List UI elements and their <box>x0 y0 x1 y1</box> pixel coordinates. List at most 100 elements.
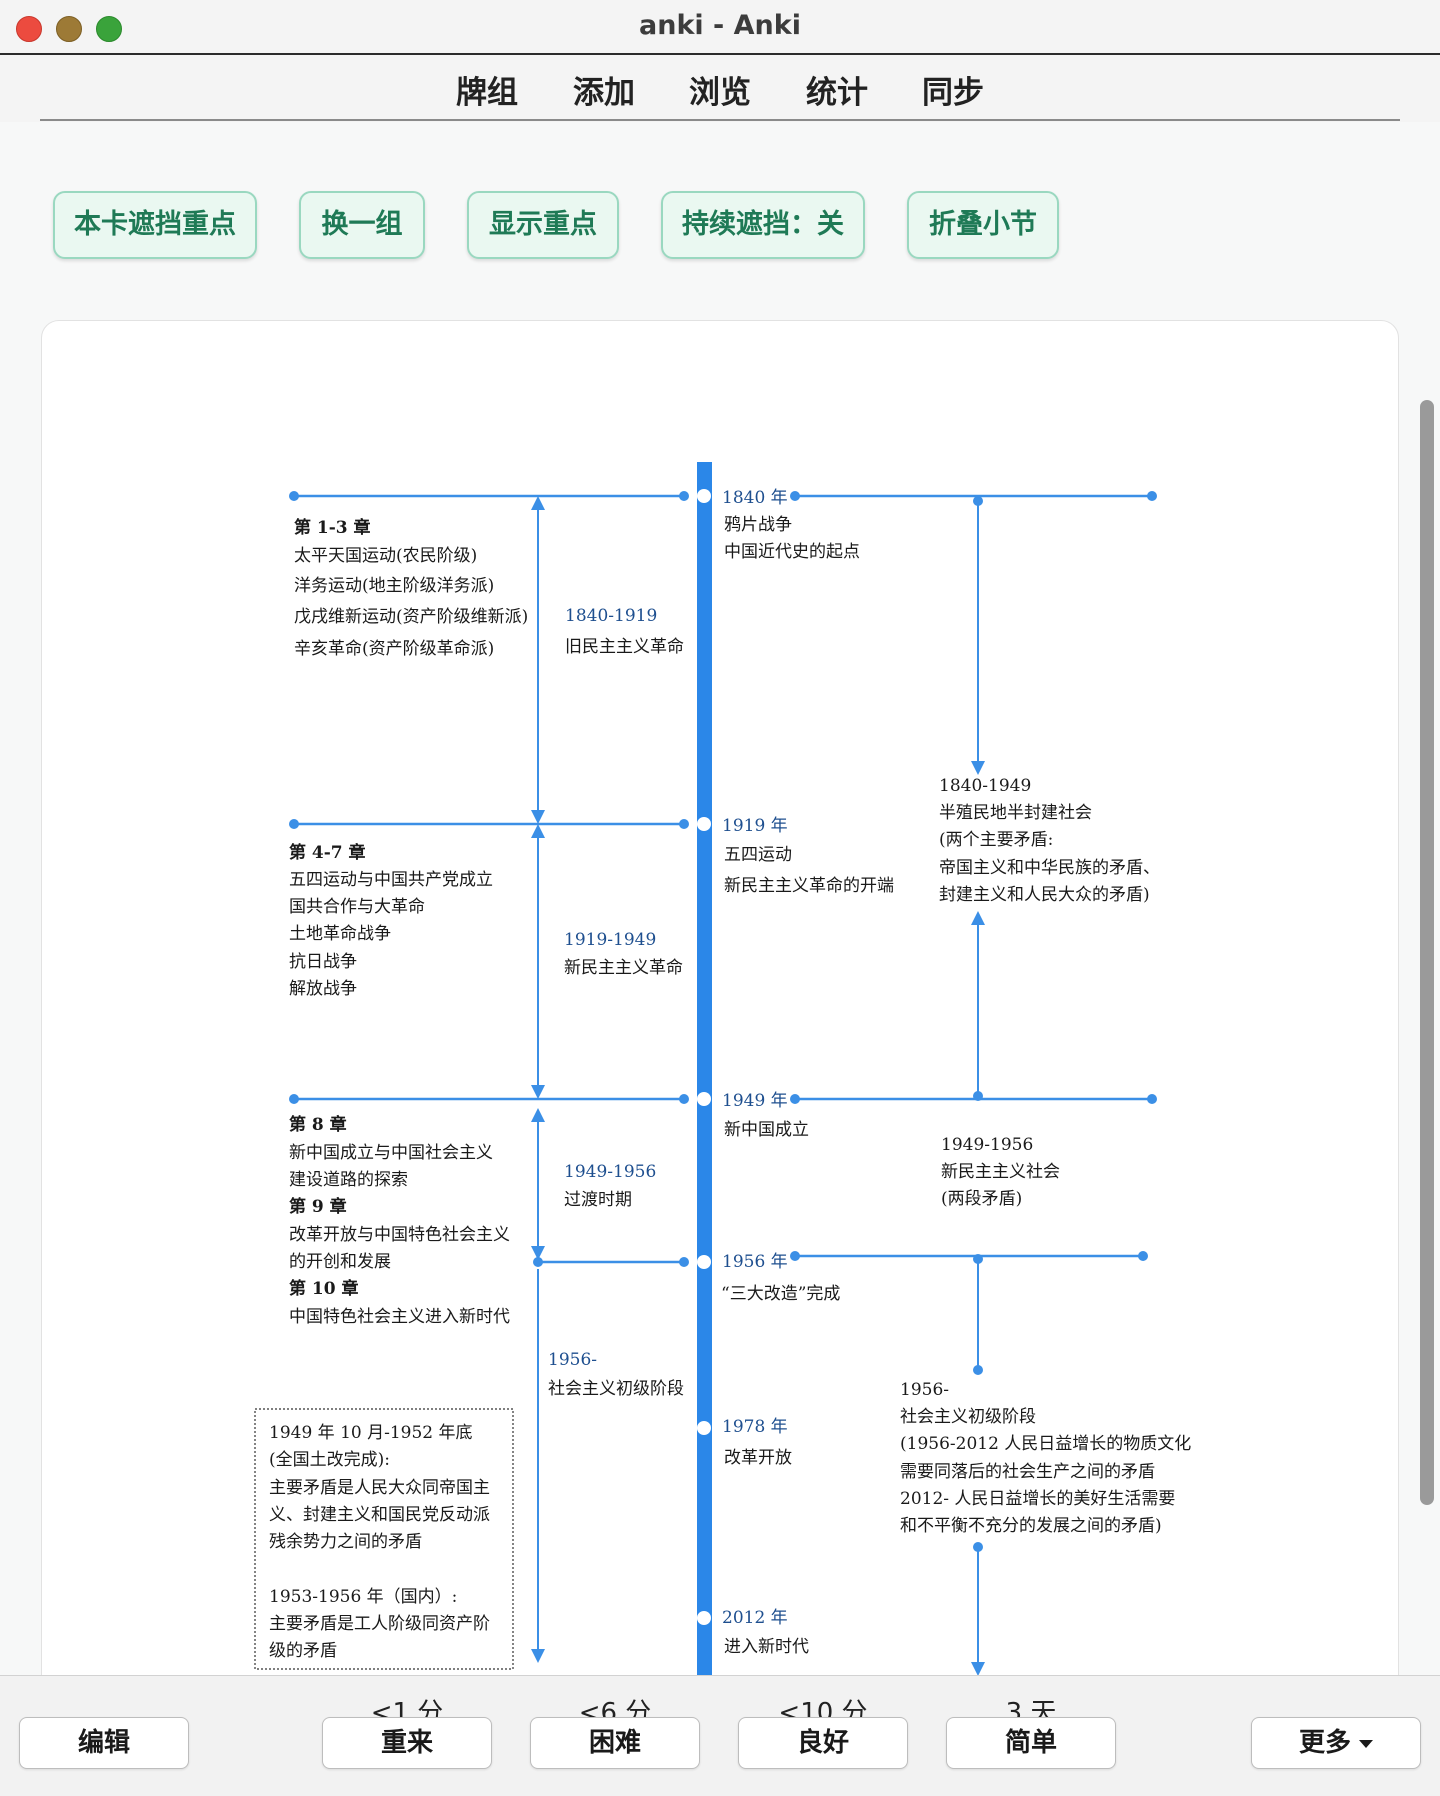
chapter-line: 辛亥革命(资产阶级革命派) <box>294 639 494 659</box>
note-line: 义、封建主义和国民党反动派 <box>269 1505 490 1525</box>
period-label: 社会主义初级阶段 <box>548 1379 684 1399</box>
society-line: 1949-1956 <box>941 1135 1033 1155</box>
edit-button[interactable]: 编辑 <box>19 1717 189 1769</box>
event-year: 1840 年 <box>722 488 788 508</box>
collapse-section-button[interactable]: 折叠小节 <box>907 191 1059 259</box>
toolbar-add[interactable]: 添加 <box>573 75 635 111</box>
chapter-line: 解放战争 <box>289 979 357 999</box>
note-line: (全国土改完成): <box>269 1450 390 1470</box>
dot <box>679 819 689 829</box>
dot <box>1138 1251 1148 1261</box>
dot <box>1147 1094 1157 1104</box>
card-content: 第 1-3 章 太平天国运动(农民阶级) 洋务运动(地主阶级洋务派) 戊戌维新运… <box>41 320 1399 1720</box>
event-year: 2012 年 <box>722 1608 788 1628</box>
society-line: (两个主要矛盾: <box>939 830 1053 850</box>
chapter-heading: 第 9 章 <box>289 1196 347 1217</box>
dot <box>973 1365 983 1375</box>
toolbar-stats[interactable]: 统计 <box>806 75 868 111</box>
chapter-heading: 第 8 章 <box>289 1114 347 1135</box>
title-bar: anki - Anki <box>0 0 1440 55</box>
switch-group-button[interactable]: 换一组 <box>299 191 425 259</box>
timeline-diagram: 第 1-3 章 太平天国运动(农民阶级) 洋务运动(地主阶级洋务派) 戊戌维新运… <box>254 462 1191 1676</box>
society-line: 和不平衡不充分的发展之间的矛盾) <box>900 1516 1162 1536</box>
note-line: 主要矛盾是工人阶级同资产阶 <box>269 1614 490 1634</box>
window-title: anki - Anki <box>639 10 801 41</box>
chapter-line: 新中国成立与中国社会主义 <box>289 1143 493 1163</box>
hard-button[interactable]: 困难 <box>530 1717 700 1769</box>
dot <box>1147 491 1157 501</box>
event-year: 1978 年 <box>722 1417 788 1437</box>
event-line: 新中国成立 <box>724 1120 809 1140</box>
period-years: 1949-1956 <box>564 1162 656 1182</box>
period-years: 1919-1949 <box>564 930 656 950</box>
minimize-window-button[interactable] <box>56 16 82 42</box>
event-year: 1956 年 <box>722 1252 788 1272</box>
close-window-button[interactable] <box>16 16 42 42</box>
toolbar-browse[interactable]: 浏览 <box>689 75 751 111</box>
chapter-line: 中国特色社会主义进入新时代 <box>289 1307 510 1327</box>
society-line: 封建主义和人民大众的矛盾) <box>939 885 1150 905</box>
society-line: (两段矛盾) <box>941 1189 1022 1209</box>
dot <box>679 1094 689 1104</box>
toolbar-sync[interactable]: 同步 <box>922 75 984 111</box>
chapter-line: 改革开放与中国特色社会主义 <box>289 1225 510 1245</box>
society-line: 2012- 人民日益增长的美好生活需要 <box>900 1489 1175 1509</box>
chapter-line: 五四运动与中国共产党成立 <box>289 870 493 890</box>
dot <box>790 1251 800 1261</box>
dot <box>679 491 689 501</box>
more-label: 更多 <box>1298 1728 1351 1758</box>
chapter-line: 建设道路的探索 <box>289 1170 408 1190</box>
easy-button[interactable]: 简单 <box>946 1717 1116 1769</box>
event-line: 五四运动 <box>724 845 792 865</box>
good-button[interactable]: 良好 <box>738 1717 908 1769</box>
chapter-line: 戊戌维新运动(资产阶级维新派) <box>294 607 528 627</box>
timeline-node <box>697 489 711 503</box>
society-line: 帝国主义和中华民族的矛盾、 <box>939 858 1160 878</box>
event-year: 1919 年 <box>722 816 788 836</box>
chapter-line: 国共合作与大革命 <box>289 897 425 917</box>
again-button[interactable]: 重来 <box>322 1717 492 1769</box>
society-line: 新民主主义社会 <box>941 1162 1060 1182</box>
chapter-line: 的开创和发展 <box>289 1252 391 1272</box>
toolbar-divider <box>40 119 1400 121</box>
timeline-node <box>697 1255 711 1269</box>
show-highlights-button[interactable]: 显示重点 <box>467 191 619 259</box>
note-line: 主要矛盾是人民大众同帝国主 <box>269 1478 490 1498</box>
chapter-heading: 第 1-3 章 <box>294 517 371 538</box>
dot <box>289 819 299 829</box>
timeline-node <box>697 817 711 831</box>
chapter-line: 太平天国运动(农民阶级) <box>294 546 477 566</box>
timeline-node <box>697 1092 711 1106</box>
event-line: 进入新时代 <box>724 1637 809 1657</box>
event-line: 改革开放 <box>724 1448 792 1468</box>
society-line: 1840-1949 <box>939 776 1031 796</box>
toolbar-decks[interactable]: 牌组 <box>456 75 518 111</box>
chapter-line: 土地革命战争 <box>289 924 391 944</box>
persistent-mask-toggle[interactable]: 持续遮挡：关 <box>661 191 865 259</box>
period-label: 旧民主主义革命 <box>565 637 684 657</box>
chapter-line: 洋务运动(地主阶级洋务派) <box>294 576 494 596</box>
chapter-heading: 第 10 章 <box>289 1278 359 1299</box>
main-timeline-bar <box>697 462 712 1676</box>
note-line: 1949 年 10 月-1952 年底 <box>269 1423 473 1443</box>
note-box <box>254 1408 514 1670</box>
dot <box>533 1257 543 1267</box>
event-line: 鸦片战争 <box>724 515 792 535</box>
period-years: 1840-1919 <box>565 606 657 626</box>
society-line: 社会主义初级阶段 <box>900 1407 1036 1427</box>
chapter-heading: 第 4-7 章 <box>289 842 366 863</box>
note-line: 残余势力之间的矛盾 <box>269 1532 422 1552</box>
event-line: “三大改造”完成 <box>721 1284 840 1304</box>
maximize-window-button[interactable] <box>96 16 122 42</box>
vertical-scrollbar[interactable] <box>1420 400 1434 1505</box>
note-line: 1953-1956 年（国内）: <box>269 1587 457 1607</box>
note-line: 级的矛盾 <box>269 1641 337 1661</box>
chapter-line: 抗日战争 <box>289 952 357 972</box>
period-label: 新民主主义革命 <box>564 958 683 978</box>
dot <box>289 491 299 501</box>
dot <box>790 1094 800 1104</box>
society-line: 1956- <box>900 1380 949 1400</box>
more-button[interactable]: 更多 <box>1251 1717 1421 1769</box>
event-line: 新民主主义革命的开端 <box>724 876 894 896</box>
mask-this-card-button[interactable]: 本卡遮挡重点 <box>53 191 257 259</box>
